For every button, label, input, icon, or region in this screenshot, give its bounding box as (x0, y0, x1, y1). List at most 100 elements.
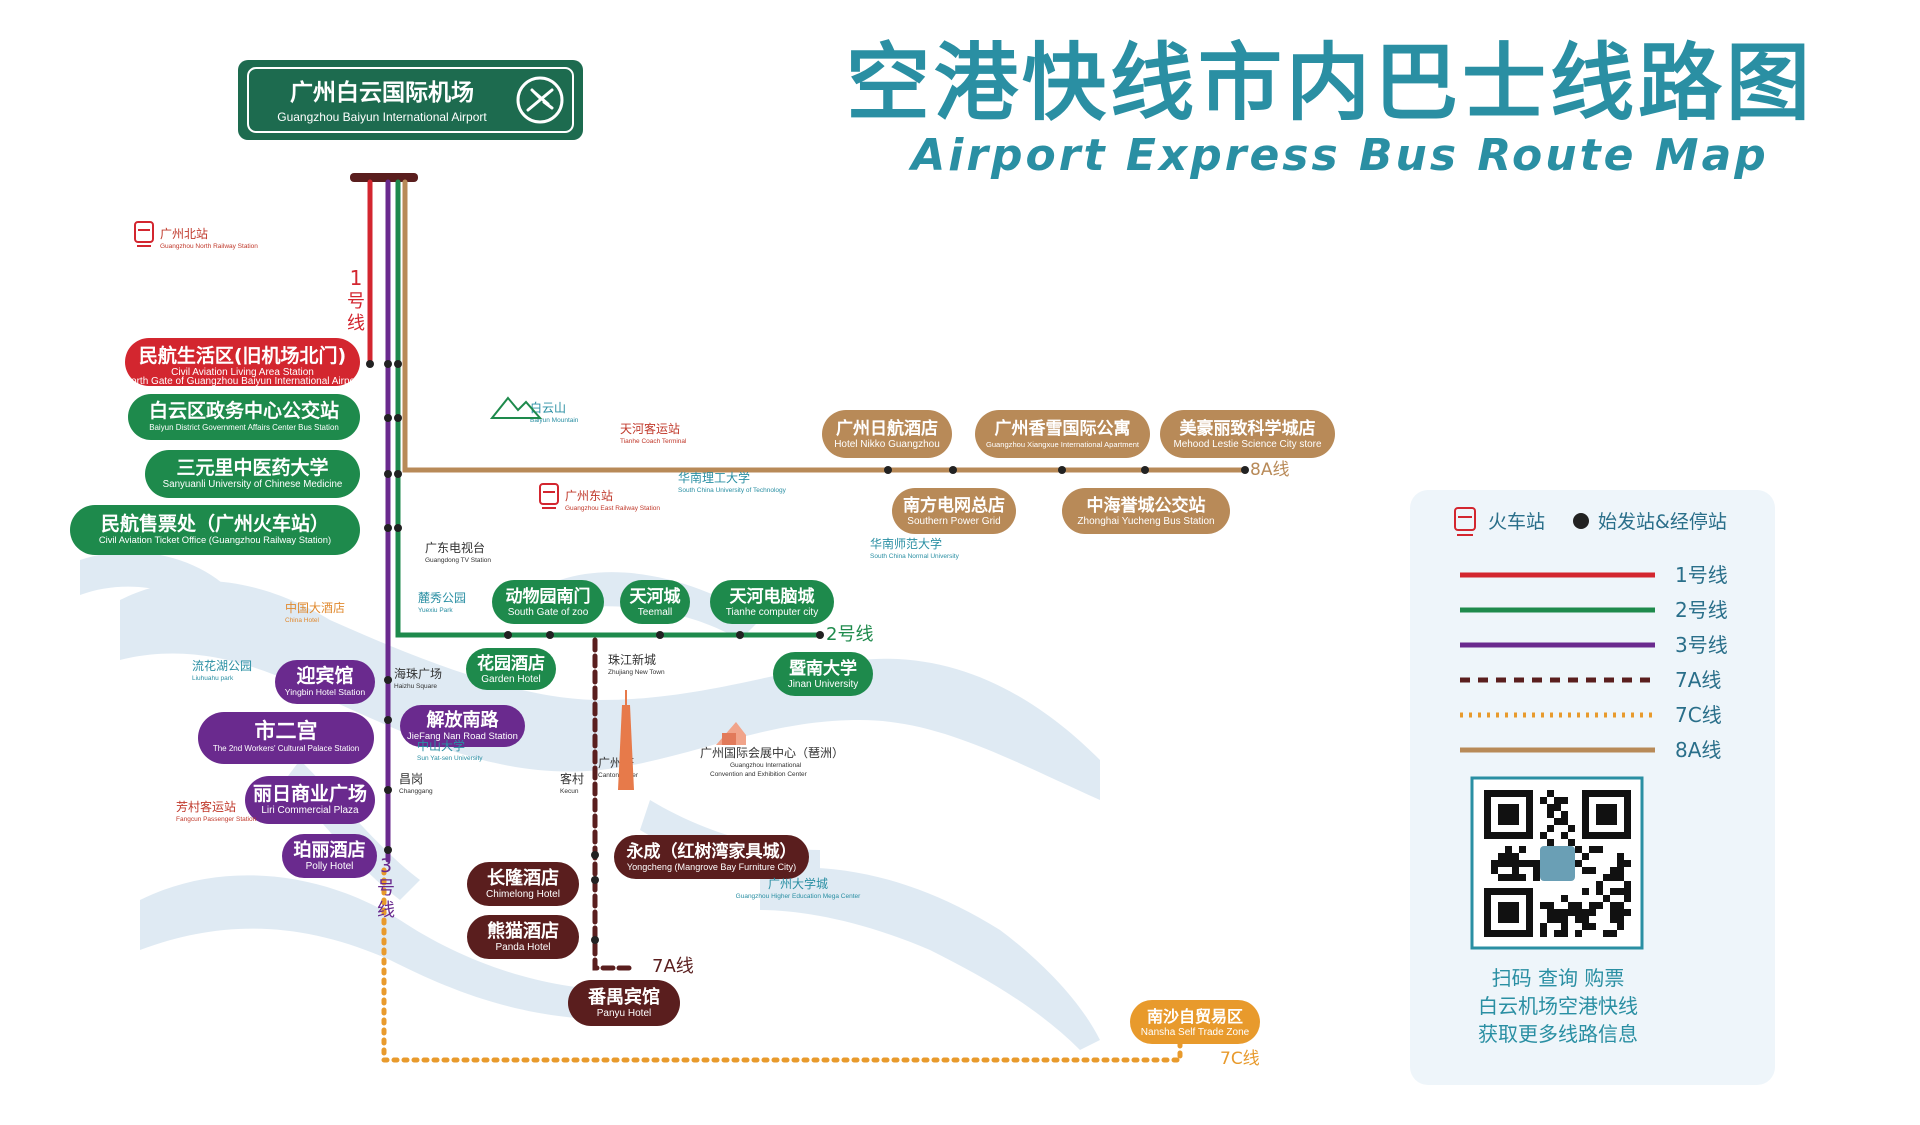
landmark-l12: 中山大学 Sun Yat-sen University (417, 738, 483, 762)
station-pill (773, 652, 873, 696)
landmark-name-cn: 华南理工大学 (678, 470, 750, 485)
landmark-name-cn: 华南师范大学 (870, 536, 942, 551)
landmark-name-en: Haizhu Square (394, 683, 437, 690)
station-s4: 民航售票处（广州火车站）Civil Aviation Ticket Office… (70, 505, 360, 555)
airport-sign: 广州白云国际机场 Guangzhou Baiyun International … (238, 60, 583, 140)
station-s20: 永成（红树湾家具城）Yongcheng (Mangrove Bay Furnit… (614, 835, 809, 879)
legend-line-label: 3号线 (1675, 633, 1728, 657)
station-pill (282, 834, 377, 878)
legend-line-label: 8A线 (1675, 738, 1721, 762)
station-pill (1130, 1000, 1260, 1044)
station-name-cn: 熊猫酒店 (487, 920, 559, 942)
station-name-en: Zhonghai Yucheng Bus Station (1077, 516, 1214, 527)
station-name-cn: 番禺宾馆 (587, 986, 660, 1008)
landmark-name-cn: 客村 (560, 771, 584, 786)
station-pill (275, 660, 375, 704)
landmark-name-cn: 白云山 (530, 400, 566, 415)
building-icon (716, 722, 746, 745)
airport-name-en: Guangzhou Baiyun International Airport (277, 110, 487, 124)
legend-line-label: 1号线 (1675, 563, 1728, 587)
station-name-en: The 2nd Workers' Cultural Palace Station (213, 744, 359, 753)
station-name-cn: 市二宫 (255, 719, 318, 743)
stop-dots (366, 360, 1249, 944)
landmark-l13: 昌岗 Changgang (399, 772, 433, 795)
legend-item: 7A线 (1460, 668, 1721, 692)
legend-stop-dot (1573, 513, 1589, 529)
line2-label: 2号线 (826, 624, 873, 645)
station-name-en: Panda Hotel (495, 942, 550, 953)
landmark-name-cn: 中国大酒店 (285, 600, 345, 615)
landmark-name-cn: 麓秀公园 (418, 591, 466, 605)
station-name-en-2: North Gate of Guangzhou Baiyun Internati… (124, 376, 362, 387)
landmark-name-en: Changgang (399, 788, 433, 795)
legend-items: 1号线 2号线 3号线 7A线 7C线 8A线 (1460, 563, 1728, 762)
station-pill (614, 835, 809, 879)
landmark-name-en: Sun Yat-sen University (417, 755, 483, 762)
legend-item: 7C线 (1460, 703, 1722, 727)
station-name-en: Civil Aviation Living Area Station (171, 367, 314, 378)
station-name-cn: 民航售票处（广州火车站） (101, 512, 329, 535)
station-pill (70, 505, 360, 555)
qr-code[interactable] (1470, 776, 1644, 950)
station-name-cn: 解放南路 (427, 709, 500, 731)
station-pill (620, 580, 690, 624)
line8a-label: 8A线 (1250, 460, 1289, 480)
station-name-cn: 暨南大学 (789, 658, 857, 679)
station-pill (975, 410, 1150, 458)
station-name-cn: 白云区政务中心公交站 (149, 399, 339, 422)
legend-item: 1号线 (1460, 563, 1728, 587)
line1-label-3: 线 (347, 313, 365, 334)
line7a-label: 7A线 (652, 956, 694, 977)
tower-icon (618, 690, 634, 790)
legend-line-label: 7A线 (1675, 668, 1721, 692)
station-name-en: Panyu Hotel (597, 1008, 651, 1019)
station-name-en: Guangzhou Xiangxue International Apartme… (986, 440, 1140, 449)
qr-caption-line2: 白云机场空港快线 (1478, 994, 1638, 1018)
landmark-name-en: Liuhuahu park (192, 675, 234, 682)
station-name-cn: 广州日航酒店 (836, 418, 938, 439)
station-pill (492, 580, 604, 624)
station-pill (125, 338, 360, 386)
landmark-l18: 广州国际会展中心（琶洲）Guangzhou InternationalConve… (700, 745, 844, 778)
landmark-name-cn: 海珠广场 (394, 666, 442, 681)
line1-label-1: 1 (350, 266, 363, 290)
landmark-name-cn: 广州国际会展中心（琶洲） (700, 745, 844, 760)
landmark-name-en-2: Convention and Exhibition Center (710, 771, 808, 778)
station-name-en: Yongcheng (Mangrove Bay Furniture City) (627, 862, 796, 872)
landmark-name-cn: 中山大学 (417, 738, 465, 753)
station-name-en: Civil Aviation Ticket Office (Guangzhou … (99, 534, 331, 545)
landmark-name-en: Baiyun Mountain (530, 417, 579, 424)
station-name-cn: 天河城 (630, 587, 681, 607)
station-name-en: Southern Power Grid (907, 516, 1000, 527)
legend-item: 2号线 (1460, 598, 1728, 622)
line-labels: 1 号 线 3 号 线 2号线 8A线 7A线 7C线 (347, 266, 1289, 1069)
legend-stop-label: 始发站&经停站 (1598, 511, 1727, 533)
landmark-name-cn: 昌岗 (399, 772, 423, 786)
station-name-cn: 珀丽酒店 (294, 839, 366, 861)
station-pill (400, 705, 525, 747)
station-name-cn: 丽日商业广场 (253, 782, 367, 805)
station-pill (198, 712, 374, 764)
airport-name-cn: 广州白云国际机场 (290, 79, 474, 106)
landmark-name-cn: 芳村客运站 (176, 799, 236, 814)
line-7a (592, 637, 633, 971)
landmark-name-en: Canton Tower (598, 772, 639, 779)
